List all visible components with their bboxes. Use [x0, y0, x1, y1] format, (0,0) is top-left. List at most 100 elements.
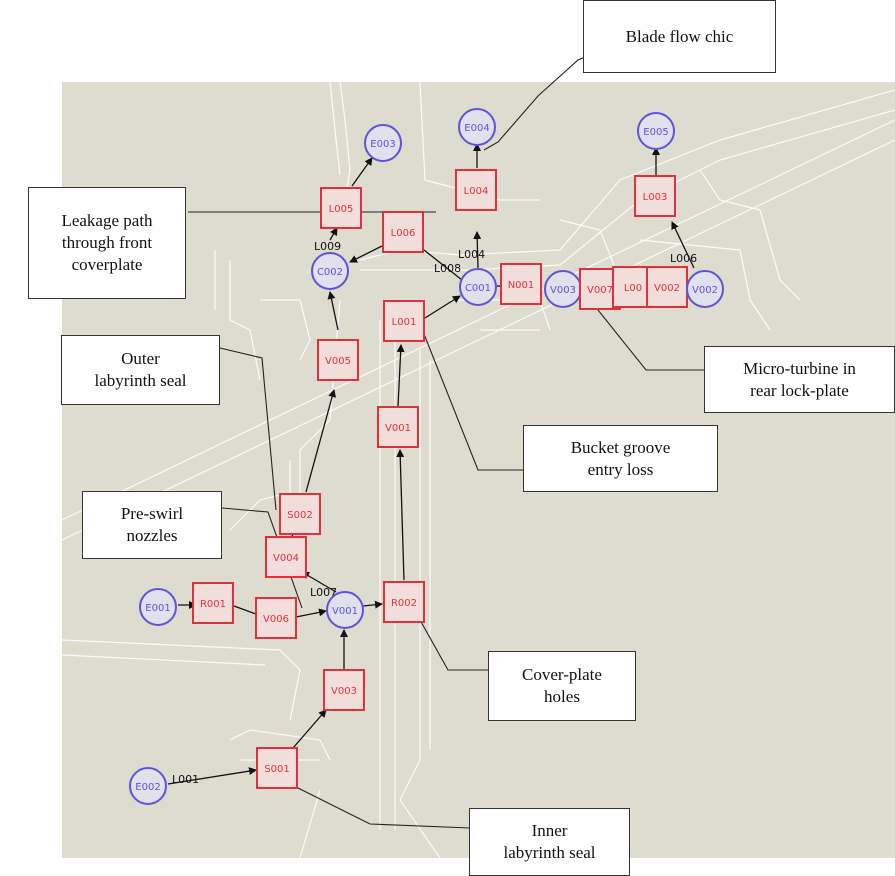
leader-inner-labyrinth: [289, 783, 471, 829]
callout-leakage-path: Leakage path through front coverplate: [28, 187, 186, 299]
callout-pre-swirl: Pre-swirl nozzles: [82, 491, 222, 559]
edge-label-l008: L008: [434, 262, 461, 275]
leader-outer-labyrinth: [219, 347, 277, 511]
node-r002-element: R002: [383, 581, 425, 623]
node-label: V001: [332, 606, 358, 617]
node-label: V003: [550, 285, 576, 296]
node-shape: [139, 588, 177, 626]
node-label: L004: [464, 186, 489, 197]
node-shape: [129, 767, 167, 805]
node-r001-element: R001: [192, 582, 234, 624]
node-shape: [311, 252, 349, 290]
edge-l001-c001: [424, 295, 461, 319]
callout-bucket-groove: Bucket groove entry loss: [523, 425, 718, 492]
node-label: E005: [643, 127, 668, 138]
node-v006-element: V006: [255, 597, 297, 639]
node-label: V007: [587, 285, 613, 296]
edge-v001c-r002: [362, 600, 383, 609]
node-shape: [458, 108, 496, 146]
edge-labels: L009 L004 L008 L006 L007 L001: [172, 240, 697, 786]
callout-outer-labyrinth: Outer labyrinth seal: [61, 335, 220, 405]
node-shape: [500, 263, 542, 305]
node-label: L00: [624, 283, 642, 294]
node-v003-junction: V003: [544, 270, 582, 308]
edge-v006-v001c: [295, 608, 327, 618]
node-label: E004: [464, 123, 489, 134]
node-l006-element: L006: [382, 211, 424, 253]
node-s002-element: S002: [279, 493, 321, 535]
node-v004-element: V004: [265, 536, 307, 578]
edge-v001c-v004: [301, 571, 337, 593]
edge-label-l007: L007: [310, 586, 337, 599]
node-v001-junction: V001: [326, 591, 364, 629]
edge-r001-v006: [233, 605, 257, 615]
node-s001-element: S001: [256, 747, 298, 789]
node-label: N001: [508, 280, 535, 291]
callout-cover-plate: Cover-plate holes: [488, 651, 636, 721]
node-c001-junction: C001: [459, 268, 497, 306]
leader-cover-plate: [419, 619, 490, 671]
node-shape: [637, 112, 675, 150]
node-v002-junction: V002: [686, 270, 724, 308]
node-shape: [326, 591, 364, 629]
edge-s001-v003: [292, 709, 327, 749]
node-shape: [320, 187, 362, 229]
node-shape: [364, 124, 402, 162]
node-label: E001: [145, 603, 170, 614]
callout-blade-flow-chic: Blade flow chic: [583, 0, 776, 73]
node-label: V003: [331, 686, 357, 697]
edge-l006-c002: [349, 245, 383, 263]
node-e003-junction: E003: [364, 124, 402, 162]
node-label: V001: [385, 423, 411, 434]
node-l003-element: L003: [634, 175, 676, 217]
node-e002-junction: E002: [129, 767, 167, 805]
node-label: V002: [692, 285, 718, 296]
node-shape: [459, 268, 497, 306]
node-label: V004: [273, 553, 299, 564]
node-e005-junction: E005: [637, 112, 675, 150]
node-shape: [192, 582, 234, 624]
node-label: V005: [325, 356, 351, 367]
callout-inner-labyrinth: Inner labyrinth seal: [469, 808, 630, 876]
callout-leaders: [188, 45, 704, 829]
node-label: V002: [654, 283, 680, 294]
node-label: C001: [465, 283, 491, 294]
geometry-outlines: [61, 81, 895, 859]
edge-v002c-l003: [671, 221, 695, 269]
edge-s002-v005: [305, 389, 337, 493]
edge-c001-l006: [423, 249, 463, 281]
edge-label-l006: L006: [670, 252, 697, 265]
node-shape: [265, 536, 307, 578]
node-label: R001: [200, 599, 226, 610]
node-shape: [377, 406, 419, 448]
leader-micro-turbine: [581, 289, 704, 371]
node-shape: [317, 339, 359, 381]
edge-l005-e003: [351, 157, 373, 187]
node-shape: [256, 747, 298, 789]
node-v005-element: V005: [317, 339, 359, 381]
node-label: C002: [317, 267, 343, 278]
node-e004-junction: E004: [458, 108, 496, 146]
edge-label-l001: L001: [172, 773, 199, 786]
node-label: L006: [391, 228, 416, 239]
node-label: V006: [263, 614, 289, 625]
node-l001-element: L001: [383, 300, 425, 342]
node-label: E003: [370, 139, 395, 150]
node-label: R002: [391, 598, 417, 609]
node-label: S002: [287, 510, 312, 521]
node-shape: [383, 300, 425, 342]
node-shape: [382, 211, 424, 253]
edge-c001-l004: [473, 231, 482, 269]
node-shape: [323, 669, 365, 711]
node-label: S001: [264, 764, 289, 775]
node-shape: [646, 266, 688, 308]
leader-bucket-groove: [419, 323, 524, 471]
edge-e002-s001: [167, 767, 257, 785]
node-label: L005: [329, 204, 354, 215]
node-c002-junction: C002: [311, 252, 349, 290]
node-l004-element: L004: [455, 169, 497, 211]
node-label: L003: [643, 192, 668, 203]
edge-label-l004: L004: [458, 248, 485, 261]
